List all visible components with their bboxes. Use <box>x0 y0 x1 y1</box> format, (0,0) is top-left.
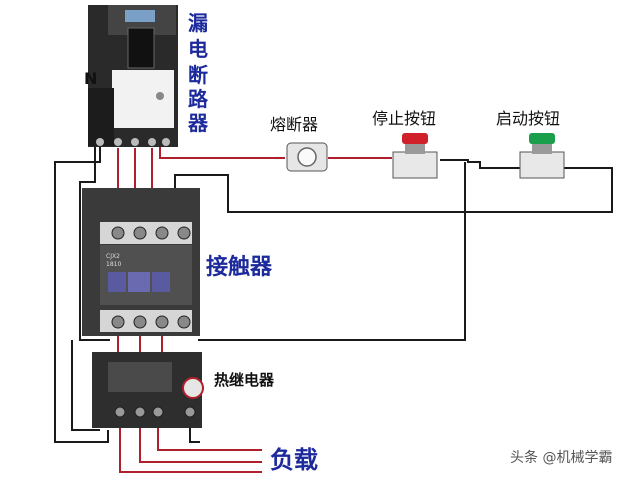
thermal-relay-label: 热继电器 <box>214 371 275 389</box>
relay-terminal-icon <box>184 406 196 418</box>
control-loop-wire <box>174 159 613 213</box>
contactor-terminal-icon <box>111 315 125 329</box>
test-button-icon <box>156 92 164 100</box>
start-base <box>519 151 565 179</box>
labels: 漏 电 断 路 器 N 熔断器 停止按钮 启动按钮 接触器 热继电器 负载 <box>84 11 560 474</box>
fuse <box>286 142 328 172</box>
stop-base <box>392 151 438 179</box>
breaker-terminal-icon <box>162 138 170 146</box>
breaker-terminal-icon <box>114 138 122 146</box>
stop-button-label: 停止按钮 <box>372 109 436 128</box>
coil-wire <box>198 162 466 341</box>
contactor-label: 接触器 <box>206 254 273 280</box>
breaker-terminal-icon <box>96 138 104 146</box>
contactor-window <box>128 272 150 292</box>
breaker-label-char-2: 电 <box>188 37 208 61</box>
breaker-toggle <box>127 27 155 69</box>
contactor-model-label: CJX2 <box>106 253 120 260</box>
breaker-window <box>125 10 155 22</box>
circuit-breaker <box>88 5 178 147</box>
start-button-label: 启动按钮 <box>496 109 560 128</box>
relay-dial-icon <box>182 377 204 399</box>
load-label: 负载 <box>270 446 318 474</box>
breaker-label-char-4: 路 <box>188 87 209 111</box>
start-button-device <box>519 133 565 179</box>
breaker-side <box>88 88 114 146</box>
relay-terminal-icon <box>152 406 164 418</box>
contactor-terminal-icon <box>133 226 147 240</box>
breaker-label-char-3: 断 <box>188 63 208 87</box>
relay-face <box>108 362 172 392</box>
fuse-label: 熔断器 <box>270 115 318 134</box>
contactor-terminal-icon <box>155 226 169 240</box>
stop-cap-icon <box>402 133 428 144</box>
relay-terminal-icon <box>134 406 146 418</box>
contactor-part-label: 1810 <box>106 261 121 268</box>
fuse-cap-icon <box>297 147 317 167</box>
load-wire-2 <box>139 425 262 463</box>
breaker-terminal-icon <box>148 138 156 146</box>
breaker-label-char-5: 器 <box>187 111 209 135</box>
contactor-terminal-icon <box>155 315 169 329</box>
load-wire-1 <box>119 425 262 473</box>
breaker-terminal-icon <box>131 138 139 146</box>
breaker-left-wire <box>79 145 110 341</box>
start-stem <box>532 142 552 154</box>
contactor-window <box>152 272 170 292</box>
relay-terminal-icon <box>114 406 126 418</box>
stop-stem <box>405 142 425 154</box>
phase-wire-fuse <box>159 145 285 159</box>
contactor-terminal-icon <box>111 226 125 240</box>
watermark: 头条 @机械学霸 <box>510 449 612 466</box>
start-cap-icon <box>529 133 555 144</box>
contactor-terminal-icon <box>133 315 147 329</box>
breaker-face <box>112 70 174 128</box>
load-wire-3 <box>157 425 262 451</box>
contactor-window <box>108 272 126 292</box>
breaker-label-char-1: 漏 <box>188 11 208 35</box>
contactor-terminal-icon <box>177 226 191 240</box>
stop-button-device <box>392 133 438 179</box>
relay-left-wire <box>71 340 100 431</box>
neutral-label: N <box>84 69 97 88</box>
contactor-terminal-icon <box>177 315 191 329</box>
contactor: CJX2 1810 <box>82 188 200 336</box>
neutral-wire <box>54 145 109 443</box>
thermal-relay <box>92 352 204 428</box>
